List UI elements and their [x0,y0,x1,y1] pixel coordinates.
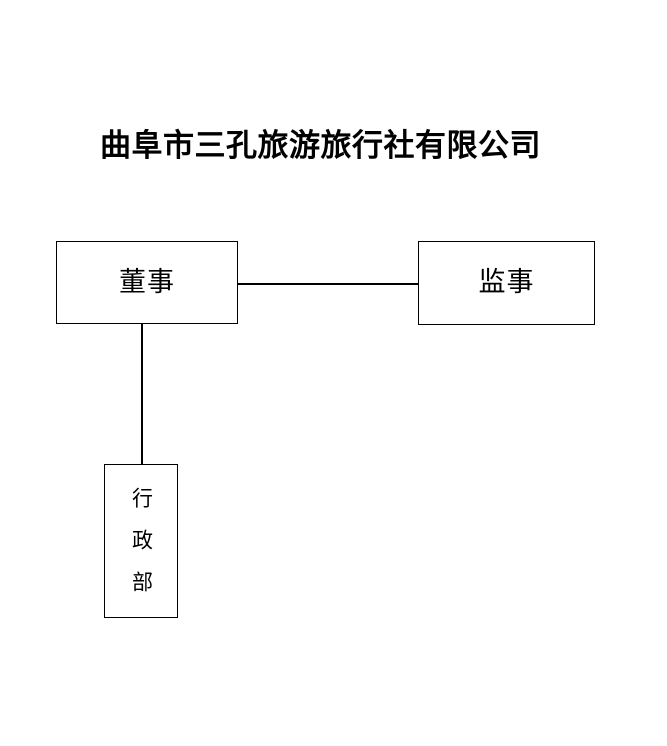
org-node-admin-department[interactable]: 行政部 [104,464,178,618]
org-node-director-label: 董事 [119,266,175,298]
org-node-director[interactable]: 董事 [56,241,238,324]
org-node-admin-department-label: 行政部 [129,487,154,613]
org-node-supervisor[interactable]: 监事 [418,241,595,325]
org-node-supervisor-label: 监事 [478,267,535,299]
connector-director-admin [141,323,143,465]
page-title: 曲阜市三孔旅游旅行社有限公司 [100,128,541,164]
connector-director-supervisor [237,283,419,285]
